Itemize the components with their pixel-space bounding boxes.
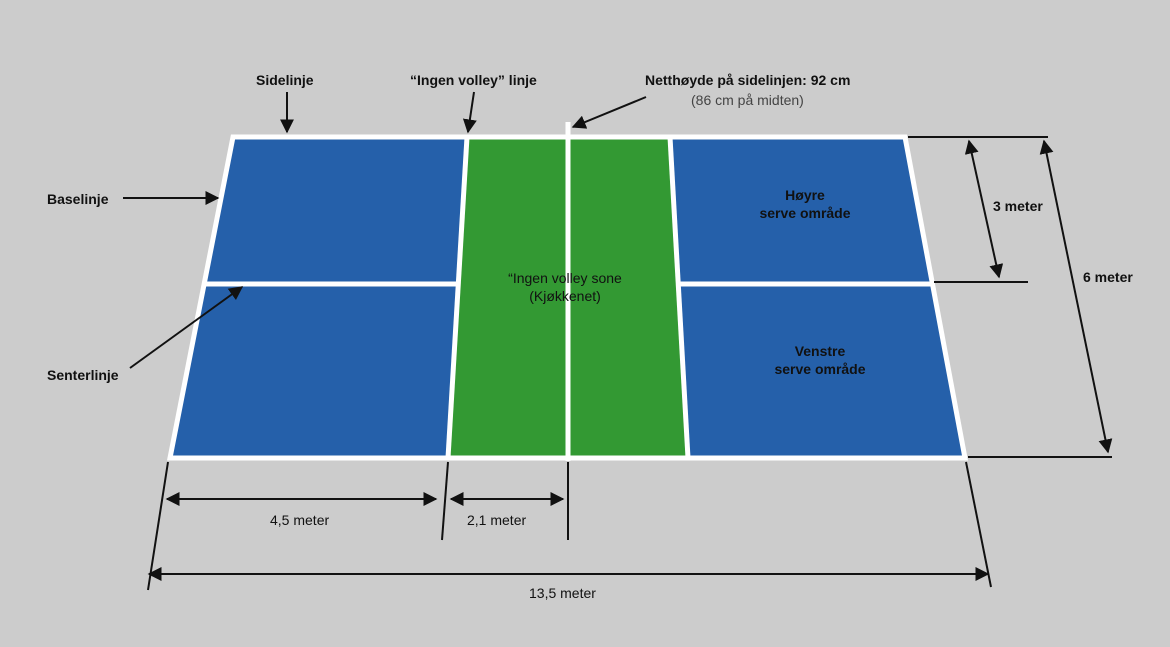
total-width-arrow bbox=[1039, 139, 1113, 454]
left-serve-area-label: Venstre serve område bbox=[750, 342, 890, 378]
extension-tick-kitchen bbox=[441, 461, 449, 541]
kitchen-label-line1: “Ingen volley sone bbox=[508, 270, 622, 286]
no-volley-line-arrow bbox=[462, 91, 477, 134]
net-height-middle-label: (86 cm på midten) bbox=[691, 92, 804, 108]
baseline-label: Baselinje bbox=[47, 191, 109, 207]
half-width-arrow bbox=[964, 139, 1004, 279]
centerline-arrow bbox=[129, 286, 244, 369]
extension-tick-left bbox=[147, 461, 169, 591]
right-serve-area-label-line1: Høyre bbox=[785, 187, 825, 203]
total-length-label: 13,5 meter bbox=[529, 585, 596, 601]
extension-tick-right bbox=[965, 461, 992, 588]
right-serve-area-label: Høyre serve område bbox=[735, 186, 875, 222]
right-service-area-bottom bbox=[679, 284, 965, 458]
service-length-label: 4,5 meter bbox=[270, 512, 330, 528]
no-volley-line-right bbox=[667, 136, 691, 459]
centerline-label: Senterlinje bbox=[47, 367, 119, 383]
total-width-label: 6 meter bbox=[1083, 269, 1133, 285]
sideline-label: Sidelinje bbox=[256, 72, 314, 88]
net-height-arrow bbox=[571, 96, 647, 129]
no-volley-line-label: “Ingen volley” linje bbox=[410, 72, 537, 88]
right-serve-area-label-line2: serve område bbox=[759, 205, 851, 221]
court-outline bbox=[166, 134, 969, 461]
left-service-area-top bbox=[205, 137, 467, 284]
left-service-area-bottom bbox=[170, 284, 459, 458]
left-serve-area-label-line1: Venstre bbox=[794, 343, 846, 359]
kitchen-label: “Ingen volley sone (Kjøkkenet) bbox=[490, 269, 640, 305]
left-serve-area-label-line2: serve område bbox=[774, 361, 866, 377]
right-service-area-top bbox=[670, 137, 932, 284]
half-width-label: 3 meter bbox=[993, 198, 1043, 214]
net-height-label: Netthøyde på sidelinjen: 92 cm bbox=[645, 72, 851, 88]
kitchen-label-line2: (Kjøkkenet) bbox=[529, 288, 601, 304]
no-volley-line-left bbox=[445, 136, 470, 459]
kitchen-depth-label: 2,1 meter bbox=[467, 512, 527, 528]
